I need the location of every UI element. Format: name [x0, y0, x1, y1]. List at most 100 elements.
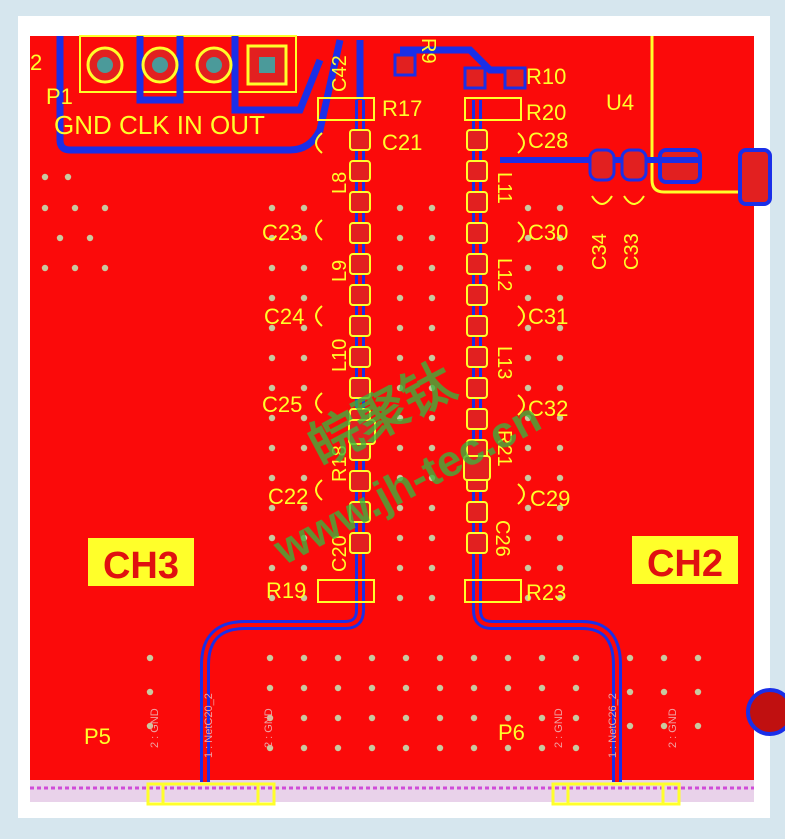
component-pad — [348, 419, 376, 445]
via — [300, 684, 308, 692]
via — [402, 654, 410, 662]
via — [101, 264, 109, 272]
label-c28: C28 — [528, 128, 568, 153]
capacitor-outline — [517, 221, 525, 243]
capacitor-outline — [517, 394, 525, 416]
via — [396, 534, 404, 542]
label-c42: C42 — [329, 55, 351, 92]
via — [428, 354, 436, 362]
component-pad — [466, 253, 488, 275]
via — [694, 722, 702, 730]
component-pad — [466, 191, 488, 213]
via — [334, 654, 342, 662]
via — [556, 294, 564, 302]
via — [524, 294, 532, 302]
c34-outline — [591, 195, 613, 205]
via — [396, 294, 404, 302]
via — [396, 474, 404, 482]
c34-pad — [588, 148, 616, 182]
component-pad — [466, 284, 488, 306]
via — [660, 654, 668, 662]
via — [556, 414, 564, 422]
via — [556, 354, 564, 362]
label-c30: C30 — [528, 220, 568, 245]
via — [524, 534, 532, 542]
label-c34: C34 — [589, 233, 611, 270]
p1-ref-label: P1 — [46, 84, 73, 109]
via — [524, 264, 532, 272]
label-r23: R23 — [526, 580, 566, 605]
component-pad — [466, 129, 488, 151]
component-pad — [466, 532, 488, 554]
component-pad — [466, 315, 488, 337]
via — [268, 594, 276, 602]
via — [524, 324, 532, 332]
via — [556, 324, 564, 332]
via — [524, 234, 532, 242]
ch2-box — [632, 536, 738, 584]
via — [71, 264, 79, 272]
via — [266, 684, 274, 692]
via — [396, 234, 404, 242]
signal-traces — [200, 40, 622, 782]
via — [268, 294, 276, 302]
via — [266, 654, 274, 662]
via — [428, 414, 436, 422]
via — [504, 714, 512, 722]
via — [300, 744, 308, 752]
label-c20: C20 — [329, 535, 351, 572]
via — [396, 594, 404, 602]
via — [556, 534, 564, 542]
via — [368, 744, 376, 752]
component-pad — [349, 501, 371, 523]
capacitor-outline — [517, 132, 525, 154]
via — [268, 204, 276, 212]
via — [572, 684, 580, 692]
via — [556, 504, 564, 512]
connector-footprints — [146, 782, 681, 806]
header-pad-1-hole — [97, 57, 113, 73]
via — [524, 504, 532, 512]
via — [300, 414, 308, 422]
label-c33: C33 — [621, 233, 643, 270]
via — [300, 534, 308, 542]
capacitor-outline — [315, 392, 323, 414]
via — [428, 534, 436, 542]
via — [41, 264, 49, 272]
label-c31: C31 — [528, 304, 568, 329]
component-pad — [466, 501, 488, 523]
component-chain — [315, 129, 525, 554]
ch3-box — [88, 538, 194, 586]
via — [504, 654, 512, 662]
via — [538, 744, 546, 752]
via — [402, 714, 410, 722]
label-r21: R21 — [493, 430, 515, 467]
label-u4: U4 — [606, 90, 634, 115]
via — [268, 504, 276, 512]
label-l9: L9 — [329, 260, 351, 282]
via — [470, 654, 478, 662]
component-pad — [349, 160, 371, 182]
header-p1 — [56, 35, 344, 154]
label-c23: C23 — [262, 220, 302, 245]
top-footprints — [317, 53, 527, 603]
via — [101, 204, 109, 212]
p6-pin-gnd-a: 2 : GND — [553, 708, 565, 748]
via — [470, 684, 478, 692]
p5-pin-gnd-a: 2 : GND — [149, 708, 161, 748]
via — [266, 744, 274, 752]
via — [504, 684, 512, 692]
header-pad-2-hole — [152, 57, 168, 73]
p6-pin-net: 1 : NetC26_2 — [607, 693, 619, 758]
via — [268, 474, 276, 482]
header-pad-4-hole — [259, 57, 275, 73]
label-r18: R18 — [329, 445, 351, 482]
via — [266, 714, 274, 722]
via — [428, 504, 436, 512]
component-pad — [466, 408, 488, 430]
u4-outline — [650, 36, 754, 194]
label-p6: P6 — [498, 720, 525, 745]
via — [402, 684, 410, 692]
via — [524, 564, 532, 572]
via — [368, 654, 376, 662]
